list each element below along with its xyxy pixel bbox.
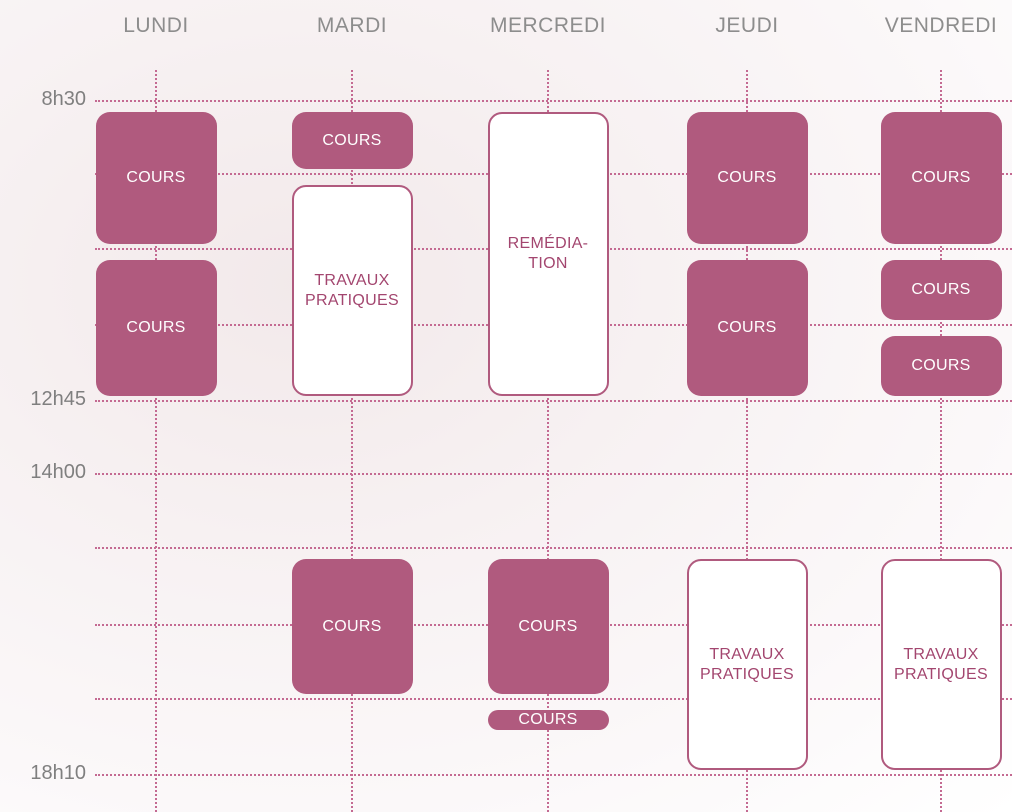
day-column-line: [547, 70, 549, 812]
day-header: JEUDI: [715, 14, 779, 37]
block-label: COURS: [717, 169, 777, 186]
time-grid-line: [95, 100, 1012, 102]
block-label: REMÉDIA- TION: [507, 235, 589, 272]
block-label: COURS: [717, 319, 777, 336]
block-label: COURS: [911, 357, 971, 374]
time-label: 8h30: [41, 88, 87, 110]
time-grid-line: [95, 400, 1012, 402]
block-label: COURS: [126, 169, 186, 186]
block-label: COURS: [322, 131, 382, 149]
course-block: COURS: [291, 112, 413, 169]
day-header: MARDI: [316, 14, 388, 37]
time-label: 14h00: [30, 461, 86, 483]
day-column-line: [746, 70, 748, 812]
block-label: COURS: [911, 281, 971, 298]
session-block-outline: TRAVAUX PRATIQUES: [686, 559, 808, 770]
course-block: COURS: [95, 260, 217, 396]
course-block: COURS: [880, 336, 1002, 396]
block-label: COURS: [911, 169, 971, 186]
block-label: COURS: [322, 617, 382, 635]
time-grid-line: [95, 774, 1012, 776]
day-column-line: [940, 70, 942, 812]
course-block: COURS: [291, 559, 413, 694]
session-block-outline: TRAVAUX PRATIQUES: [880, 559, 1002, 770]
time-grid-line: [95, 547, 1012, 549]
course-block: COURS: [686, 112, 808, 244]
course-block: COURS: [95, 112, 217, 244]
block-label: COURS: [518, 617, 578, 635]
course-block: COURS: [487, 559, 609, 694]
session-block-outline: TRAVAUX PRATIQUES: [291, 185, 413, 396]
day-header: LUNDI: [123, 14, 189, 37]
course-block: COURS: [686, 260, 808, 396]
block-label: TRAVAUX PRATIQUES: [894, 645, 988, 683]
session-block-outline: REMÉDIA- TION: [487, 112, 609, 396]
day-column-line: [155, 70, 157, 812]
course-block: COURS: [880, 112, 1002, 244]
time-label: 12h45: [30, 388, 86, 410]
day-header: MERCREDI: [489, 14, 606, 37]
block-label: COURS: [518, 711, 578, 728]
course-block: COURS: [880, 260, 1002, 320]
course-block: COURS: [487, 710, 609, 730]
time-grid-line: [95, 473, 1012, 475]
day-column-line: [351, 70, 353, 812]
day-header: VENDREDI: [884, 14, 998, 37]
time-label: 18h10: [30, 762, 86, 784]
block-label: TRAVAUX PRATIQUES: [305, 271, 399, 309]
time-grid-line: [95, 698, 1012, 700]
block-label: COURS: [126, 319, 186, 336]
block-label: TRAVAUX PRATIQUES: [700, 645, 794, 683]
